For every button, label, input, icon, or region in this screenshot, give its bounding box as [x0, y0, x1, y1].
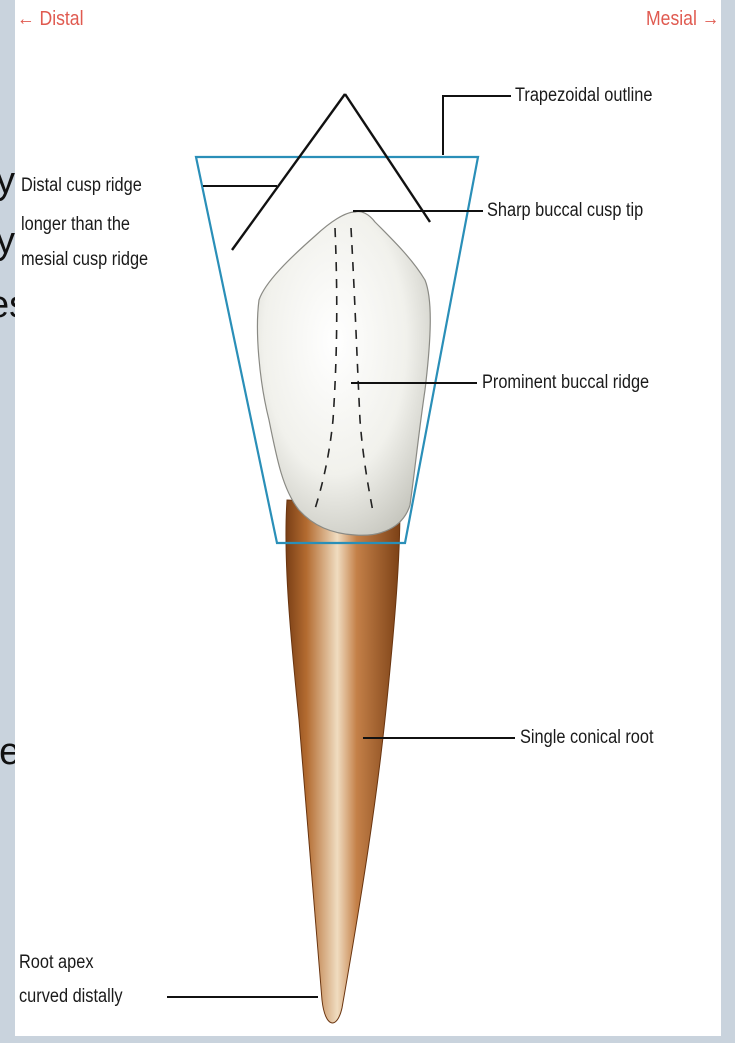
trapezoidal-outline-leader [443, 96, 511, 155]
prominent-buccal-ridge-label: Prominent buccal ridge [482, 372, 649, 394]
root-shape [286, 500, 400, 1023]
tooth-diagram: ← Distal Mesial → Trapezoidal outline Di… [15, 0, 721, 1036]
root-apex-label: curved distally [19, 986, 123, 1008]
root-apex-label: Root apex [19, 952, 93, 974]
slide-text-fragment: y [0, 222, 15, 260]
tooth-diagram-svg [15, 0, 721, 1036]
distal-cusp-ridge-label: mesial cusp ridge [21, 249, 148, 271]
sharp-buccal-cusp-tip-label: Sharp buccal cusp tip [487, 200, 643, 222]
distal-cusp-ridge-label: longer than the [21, 214, 130, 236]
distal-cusp-ridge-label: Distal cusp ridge [21, 175, 142, 197]
distal-direction-label: ← Distal [17, 8, 84, 31]
single-conical-root-label: Single conical root [520, 727, 654, 749]
mesial-direction-label: Mesial → [646, 8, 719, 31]
slide-text-fragment: y [0, 162, 15, 200]
crown-shape [257, 211, 430, 535]
trapezoidal-outline-label: Trapezoidal outline [515, 85, 652, 107]
